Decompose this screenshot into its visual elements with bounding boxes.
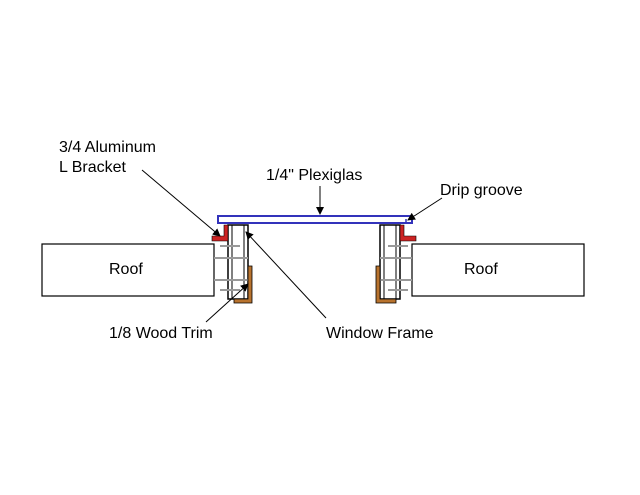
label-bracket-line1: 3/4 Aluminum (59, 139, 156, 156)
window-frame-right (379, 224, 401, 300)
wood-trim-right (375, 265, 397, 304)
aluminum-l-bracket-right (399, 224, 417, 242)
aluminum-l-bracket-left (211, 224, 229, 242)
label-drip-groove: Drip groove (440, 182, 523, 199)
leader-drip-groove (407, 197, 443, 221)
fasteners-left (214, 245, 248, 291)
plexiglas-sheet (217, 215, 413, 224)
leader-wood-trim (205, 283, 249, 323)
label-wood-trim: 1/8 Wood Trim (109, 325, 213, 342)
label-plexiglas: 1/4" Plexiglas (266, 167, 362, 184)
roof-left (41, 243, 215, 297)
leader-window-frame (245, 231, 327, 319)
window-frame-left (227, 224, 249, 300)
label-window-frame: Window Frame (326, 325, 434, 342)
fasteners-right (380, 245, 412, 291)
label-bracket-line2: L Bracket (59, 159, 127, 176)
roof-right (411, 243, 585, 297)
label-roof-right: Roof (464, 261, 498, 278)
label-roof-left: Roof (109, 261, 143, 278)
leader-bracket (141, 169, 221, 237)
